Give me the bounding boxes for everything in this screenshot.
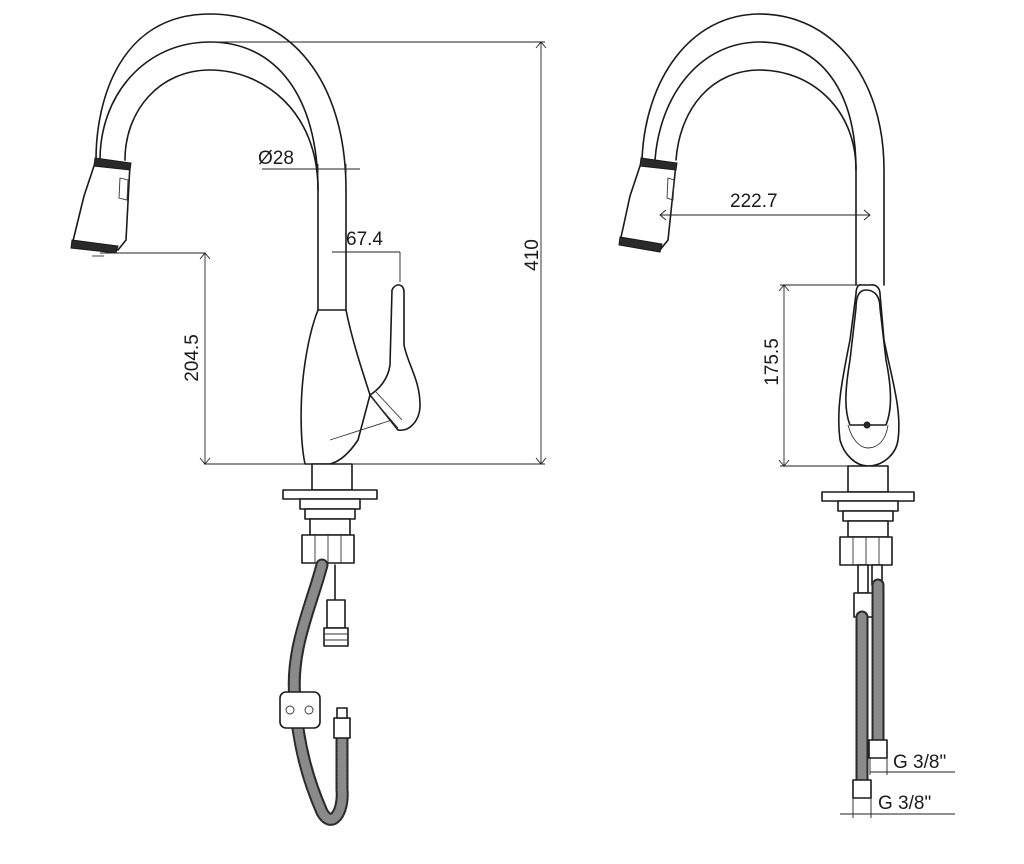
mount-washer: [299, 498, 361, 510]
spout-gooseneck-inner: [209, 13, 347, 311]
lever-handle-front: [845, 289, 892, 426]
dim-thread-lower: G 3/8": [878, 793, 931, 814]
spout-gooseneck: [99, 41, 319, 311]
dim-spout-diameter: Ø28: [258, 148, 294, 169]
hose-connector-lower: [333, 717, 351, 739]
faucet-front-view: 222.7 175.5 G 3/8" G 3/8": [618, 13, 955, 818]
dim-outlet-height: 204.5: [182, 334, 203, 382]
base-collar: [311, 463, 353, 491]
spray-head-front: [618, 157, 678, 253]
dim-handle-offset: 67.4: [346, 229, 383, 250]
dim-total-height: 410: [522, 239, 543, 271]
dim-spout-reach: 222.7: [730, 191, 778, 212]
faucet-body: [300, 309, 371, 465]
lever-handle: [369, 284, 421, 431]
deck-plate-front: [821, 491, 915, 502]
spray-head: [70, 157, 132, 257]
dim-handle-height: 175.5: [762, 338, 783, 386]
spout-gooseneck-front: [654, 41, 857, 286]
deck-plate: [282, 489, 378, 500]
hose-nut-upper: [868, 739, 888, 759]
faucet-side-view: 410 204.5 Ø28 67.4: [70, 13, 547, 826]
hose-weight: [279, 691, 321, 729]
dim-thread-upper: G 3/8": [893, 752, 946, 773]
base-collar-front: [847, 465, 889, 493]
hose-nut-lower: [852, 779, 872, 799]
quick-connector: [326, 599, 346, 629]
